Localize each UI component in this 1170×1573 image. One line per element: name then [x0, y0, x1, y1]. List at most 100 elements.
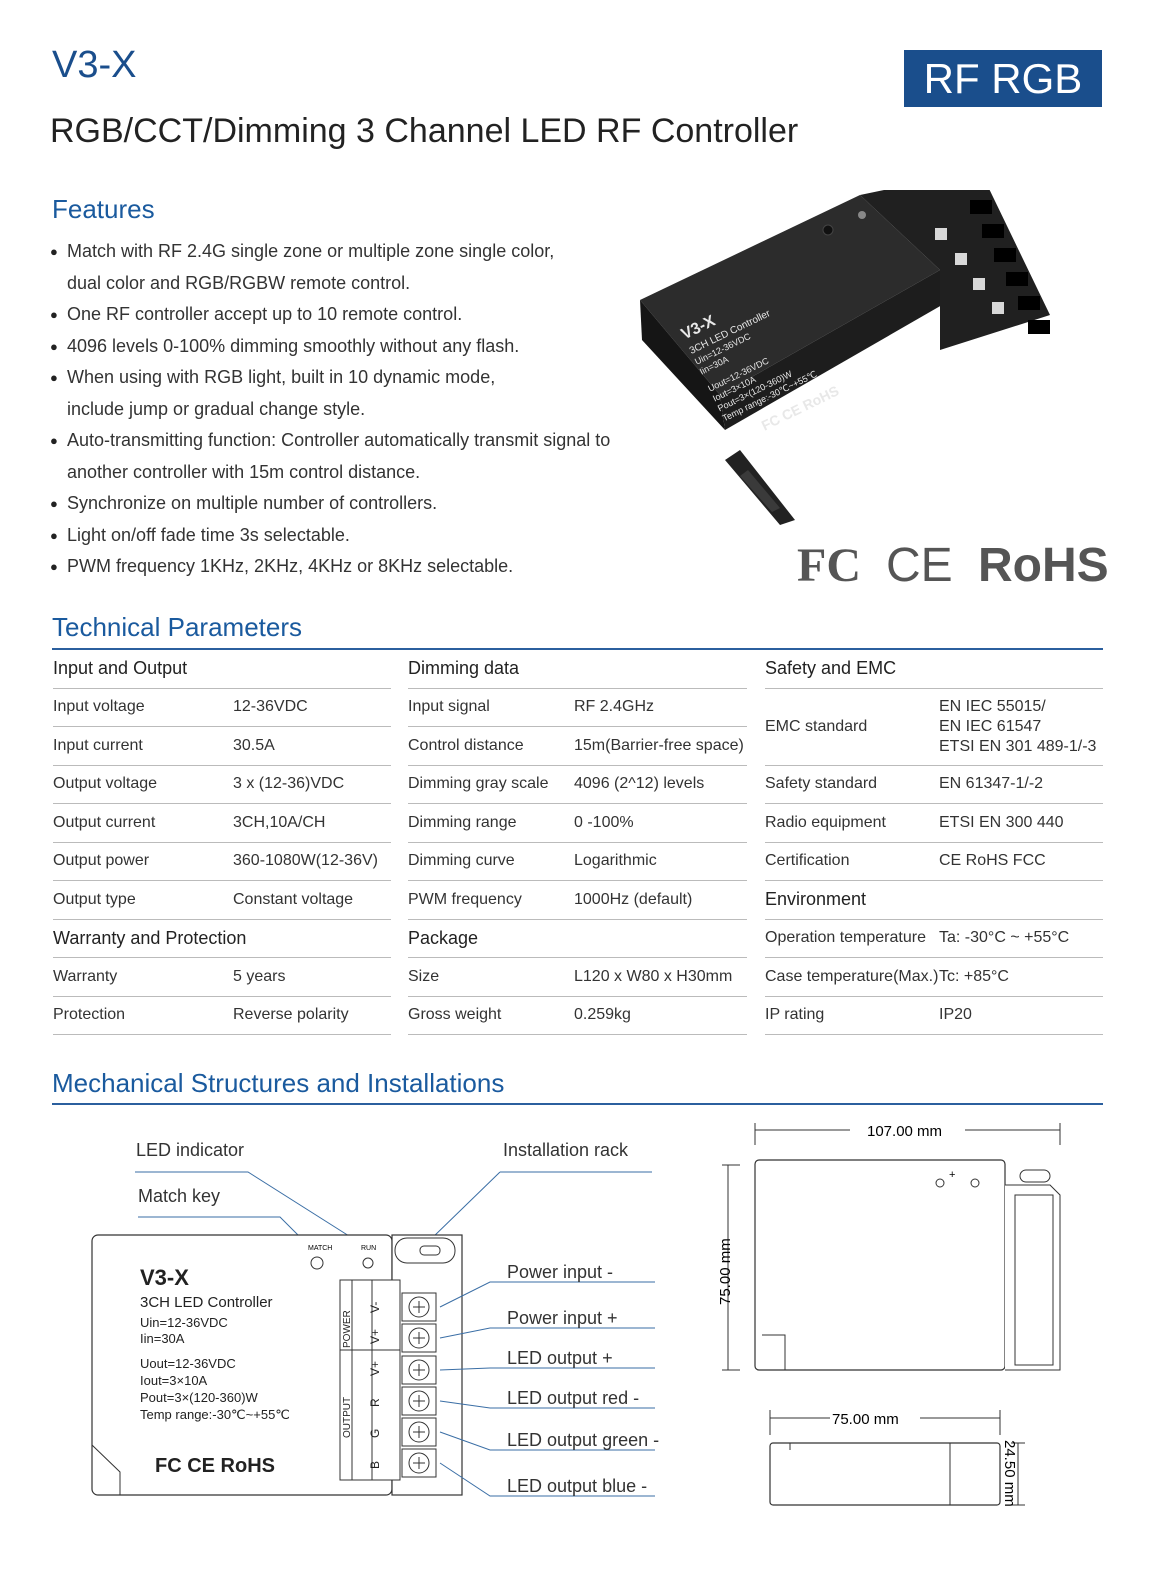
dimension-drawings: 107.00 mm 75.00 mm + 75.00 mm 24.50 mm	[717, 1120, 1061, 1507]
terminal-function-label: LED output red -	[507, 1388, 640, 1408]
param-value: CE RoHS FCC	[939, 852, 1046, 870]
param-value: Logarithmic	[574, 852, 657, 870]
svg-text:+: +	[949, 1169, 955, 1181]
terminal-leader	[439, 1400, 655, 1409]
product-subtitle: RGB/CCT/Dimming 3 Channel LED RF Control…	[50, 112, 799, 150]
mech-rule	[52, 1103, 1103, 1105]
col2-head2: Package	[408, 920, 747, 958]
param-row: Case temperature(Max.)Tc: +85°C	[765, 958, 1103, 997]
param-row: Input signal RF 2.4GHz	[408, 689, 747, 727]
screw-cross	[413, 1395, 425, 1407]
ce-logo: CE	[886, 539, 953, 592]
terminal-label: V+	[368, 1361, 382, 1376]
match-key-label: Match key	[138, 1186, 221, 1206]
dim-height-text: 75.00 mm	[717, 1238, 734, 1305]
param-value: 0 -100%	[574, 813, 634, 831]
terminal-leader	[439, 1281, 655, 1308]
feature-item: Auto-transmitting function: Controller a…	[50, 425, 620, 488]
param-key: Protection	[53, 1006, 126, 1024]
dim-width-text: 107.00 mm	[867, 1123, 942, 1140]
terminal-label: R	[368, 1398, 382, 1407]
drawing-line4: Uout=12-36VDC	[140, 1356, 236, 1371]
terminal-label: B	[368, 1461, 382, 1469]
terminal-label: G	[368, 1429, 382, 1438]
tech-rule	[52, 648, 1103, 650]
tech-col-safety: Safety and EMC EMC standard EN IEC 55015…	[765, 650, 1103, 1035]
col1-head2: Warranty and Protection	[53, 920, 391, 958]
param-value: RF 2.4GHz	[574, 698, 655, 716]
col1-head: Input and Output	[53, 650, 391, 689]
param-row: Certification CE RoHS FCC	[765, 843, 1103, 881]
product-photo: V3-X 3CH LED Controller Uin=12-36VDC Iin…	[640, 190, 1050, 525]
terminal-label: V-	[368, 1302, 382, 1313]
param-key: Output voltage	[53, 775, 158, 793]
drawing-certs: FC CE RoHS	[155, 1455, 275, 1477]
param-value: 30.5A	[233, 736, 275, 754]
run-text: RUN	[361, 1245, 376, 1252]
dim-side-width-text: 75.00 mm	[832, 1411, 899, 1428]
param-value: 12-36VDC	[233, 698, 308, 716]
feature-item: Light on/off fade time 3s selectable.	[50, 520, 620, 552]
feature-item: 4096 levels 0-100% dimming smoothly with…	[50, 331, 620, 363]
emc-key: EMC standard	[765, 717, 868, 735]
param-key: Radio equipment	[765, 813, 886, 831]
param-key: Output type	[53, 890, 136, 908]
led-indicator-label: LED indicator	[136, 1140, 245, 1160]
fcc-logo: FC	[797, 539, 861, 592]
param-key: Dimming range	[408, 813, 517, 831]
screw-cross	[413, 1457, 425, 1469]
param-key: PWM frequency	[408, 890, 522, 908]
tech-heading: Technical Parameters	[52, 612, 302, 642]
terminal-function-label: LED output blue -	[507, 1476, 648, 1496]
drawing-line3: Iin=30A	[140, 1331, 185, 1346]
drawing-line5: Iout=3×10A	[140, 1373, 208, 1388]
front-view-drawing: MATCH RUN V3-X 3CH LED Controller Uin=12…	[91, 1171, 655, 1497]
terminal-label: V+	[368, 1329, 382, 1344]
param-value: 4096 (2^12) levels	[574, 775, 705, 793]
param-row: Warranty 5 years	[53, 958, 391, 997]
screw-cross	[413, 1426, 425, 1438]
param-value: 5 years	[233, 967, 286, 985]
emc-values: EN IEC 55015/ EN IEC 61547 ETSI EN 301 4…	[939, 697, 1097, 755]
param-key: Gross weight	[408, 1006, 502, 1024]
param-row: Dimming range 0 -100%	[408, 804, 747, 843]
param-key: Certification	[765, 852, 850, 870]
features-heading: Features	[52, 194, 155, 224]
param-key: IP rating	[765, 1006, 825, 1024]
screw-cross	[413, 1364, 425, 1376]
param-value: Tc: +85°C	[939, 967, 1009, 985]
param-value: L120 x W80 x H30mm	[574, 967, 733, 985]
param-value: 3CH,10A/CH	[233, 813, 326, 831]
dim-side-height-text: 24.50 mm	[1001, 1440, 1018, 1507]
drawing-model: V3-X	[140, 1265, 189, 1290]
terminal-function-label: LED output green -	[507, 1430, 660, 1450]
terminal-leader	[439, 1327, 655, 1339]
col3-head: Safety and EMC	[765, 650, 1103, 689]
mech-heading: Mechanical Structures and Installations	[52, 1068, 505, 1098]
param-key: Input signal	[408, 698, 490, 716]
param-value: 0.259kg	[574, 1006, 631, 1024]
terminal-function-label: Power input +	[507, 1308, 618, 1328]
param-key: Operation temperature	[765, 929, 926, 947]
terminal-function-label: LED output +	[507, 1348, 613, 1368]
param-key: Safety standard	[765, 775, 878, 793]
param-value: 15m(Barrier-free space)	[574, 736, 744, 754]
param-key: Case temperature(Max.)	[765, 967, 939, 985]
param-key: Output power	[53, 852, 150, 870]
terminal-function-label: Power input -	[507, 1262, 614, 1282]
param-key: Input voltage	[53, 698, 145, 716]
col2-head: Dimming data	[408, 650, 747, 689]
feature-item: One RF controller accept up to 10 remote…	[50, 299, 620, 331]
drawing-line6: Pout=3×(120-360)W	[140, 1390, 259, 1405]
param-value: IP20	[939, 1006, 972, 1024]
param-value: 3 x (12-36)VDC	[233, 775, 345, 793]
param-key: Warranty	[53, 967, 118, 985]
